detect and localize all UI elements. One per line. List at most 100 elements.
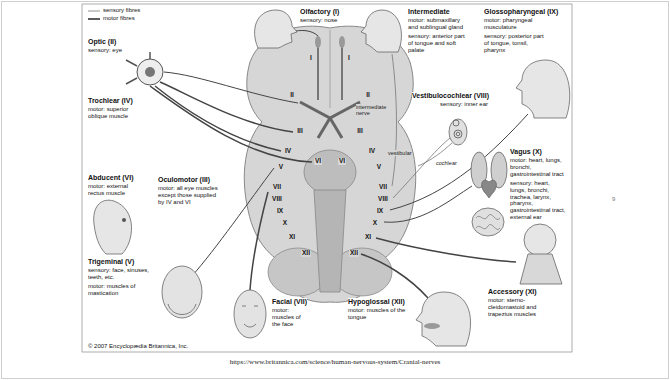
- roman-numeral: X: [282, 220, 288, 227]
- olfactory-tract: [341, 40, 343, 100]
- nerve-function: sensory: heart, lungs, bronchi, trachea,…: [510, 180, 566, 221]
- longitudinal-fissure: [330, 30, 331, 108]
- roman-numeral: X: [372, 220, 378, 227]
- neck-shoulder-figure: [520, 254, 562, 284]
- semicircular-canal: [453, 120, 459, 126]
- nerve-name: Glossopharyngeal (IX): [484, 8, 558, 16]
- roman-numeral: III: [356, 128, 363, 135]
- roman-numeral: III: [296, 128, 303, 135]
- eye-iris: [145, 67, 155, 77]
- branch-label: cochlear: [436, 160, 457, 166]
- roman-numeral: XI: [364, 234, 372, 241]
- optic-nerve: [164, 72, 298, 103]
- nerve-function: sensory: face, sinuses, teeth, etc.: [88, 267, 150, 281]
- head-neck-figure: [524, 224, 556, 256]
- face-features: [242, 306, 258, 327]
- eye-muscle: [126, 52, 150, 84]
- roman-numeral: XII: [301, 250, 311, 257]
- roman-numeral: VI: [314, 158, 322, 165]
- head-eye-figure: [94, 200, 132, 254]
- jaw-line: [168, 304, 196, 315]
- roman-numeral: I: [309, 55, 313, 62]
- skull-figure: [162, 266, 202, 318]
- nerve-name: Intermediate: [408, 8, 450, 16]
- nerve-name: Facial (VII): [272, 298, 307, 306]
- nerve-function: motor: muscles of mastication: [88, 283, 150, 297]
- nerve-function: motor: sterno-cleidomastoid and trapeziu…: [488, 297, 552, 318]
- nerve-function: motor: superior oblique muscle: [88, 106, 143, 120]
- ear-figure: [449, 119, 467, 145]
- nerve-function: motor: muscles of the tongue: [348, 307, 408, 321]
- roman-numeral: I: [347, 55, 351, 62]
- nerve-name: Abducent (VI): [88, 174, 134, 182]
- roman-numeral: IX: [376, 208, 384, 215]
- nerve-function: motor: all eye muscles except those supp…: [158, 185, 220, 206]
- head-throat-figure: [516, 60, 570, 118]
- nerve-function: motor: external rectus muscle: [88, 183, 143, 197]
- nerve-function: sensory: inner ear: [440, 101, 488, 108]
- abducent-nerve: [150, 86, 312, 162]
- nerve-name: Vestibulocochlear (VIII): [412, 92, 489, 100]
- nerve-name: Trigeminal (V): [88, 258, 134, 266]
- nerve-name: Vagus (X): [510, 148, 542, 156]
- olfactory-bulb: [315, 36, 321, 48]
- image-frame: [82, 4, 572, 352]
- facial-nerve: [250, 192, 268, 290]
- intestine-figure: [472, 208, 504, 236]
- nerve-function: sensory: posterior part of tongue, tonsi…: [484, 33, 550, 54]
- nerve-function: sensory: anterior part of tongue and sof…: [408, 33, 466, 54]
- nerve-function: motor: muscles of the face: [272, 307, 306, 328]
- accessory-nerve: [376, 238, 516, 262]
- face-figure: [234, 290, 266, 338]
- roman-numeral: VI: [338, 158, 346, 165]
- nerve-lines: [150, 31, 528, 298]
- intermediate-nerve: [392, 54, 397, 186]
- heart-figure: [482, 180, 497, 198]
- copyright-note: © 2007 Encyclopædia Britannica, Inc.: [88, 343, 188, 350]
- source-url: https://www.britannica.com/science/human…: [230, 358, 441, 366]
- medulla: [314, 190, 346, 292]
- roman-numeral: IV: [284, 148, 292, 155]
- olfactory-nerve: [296, 31, 318, 36]
- intestine-coils: [476, 214, 500, 229]
- roman-numeral: XI: [288, 234, 296, 241]
- legend-text: sensory fibres: [103, 7, 140, 14]
- nerve-name: Hypoglossal (XII): [348, 298, 405, 306]
- head-eye-dot: [122, 218, 126, 222]
- brain-outline: [244, 26, 415, 302]
- trochlear-nerve: [155, 86, 281, 151]
- roman-numeral: VIII: [271, 196, 283, 203]
- legend-text: motor fibres: [103, 15, 135, 22]
- cochlea-spiral: [454, 130, 462, 138]
- branch-label: intermediate nerve: [356, 104, 390, 117]
- roman-numeral: II: [365, 92, 371, 99]
- optic-chiasm: [300, 102, 360, 138]
- roman-numeral: V: [376, 164, 382, 171]
- olfactory-tract: [317, 40, 319, 100]
- roman-numeral: IV: [368, 148, 376, 155]
- legend-sensory-line: [88, 11, 100, 12]
- glossopharyngeal-nerve: [390, 114, 528, 210]
- nerve-name: Oculomotor (III): [158, 176, 210, 184]
- vagus-nerve: [384, 186, 472, 222]
- slide-number: 9: [612, 196, 615, 203]
- roman-numeral: XII: [349, 250, 359, 257]
- branch-label: vestibular: [388, 150, 412, 156]
- nerve-name: Accessory (XI): [488, 288, 537, 296]
- legend-motor-line: [88, 18, 100, 20]
- nerve-function: motor: pharyngeal musculature: [484, 17, 550, 31]
- cochlea-spiral: [456, 132, 460, 136]
- nerve-function: motor: heart, lungs, bronchi, gastrointe…: [510, 157, 566, 178]
- tongue-figure: [424, 323, 440, 329]
- roman-numeral: VIII: [377, 196, 389, 203]
- roman-numeral: V: [278, 164, 284, 171]
- nerve-name: Optic (II): [88, 38, 116, 46]
- roman-numeral: VII: [378, 184, 388, 191]
- pons: [304, 150, 356, 194]
- roman-numeral: II: [289, 92, 295, 99]
- olfactory-bulb: [339, 36, 345, 48]
- head-nose-figure: [255, 10, 297, 48]
- nerve-name: Trochlear (IV): [88, 97, 133, 105]
